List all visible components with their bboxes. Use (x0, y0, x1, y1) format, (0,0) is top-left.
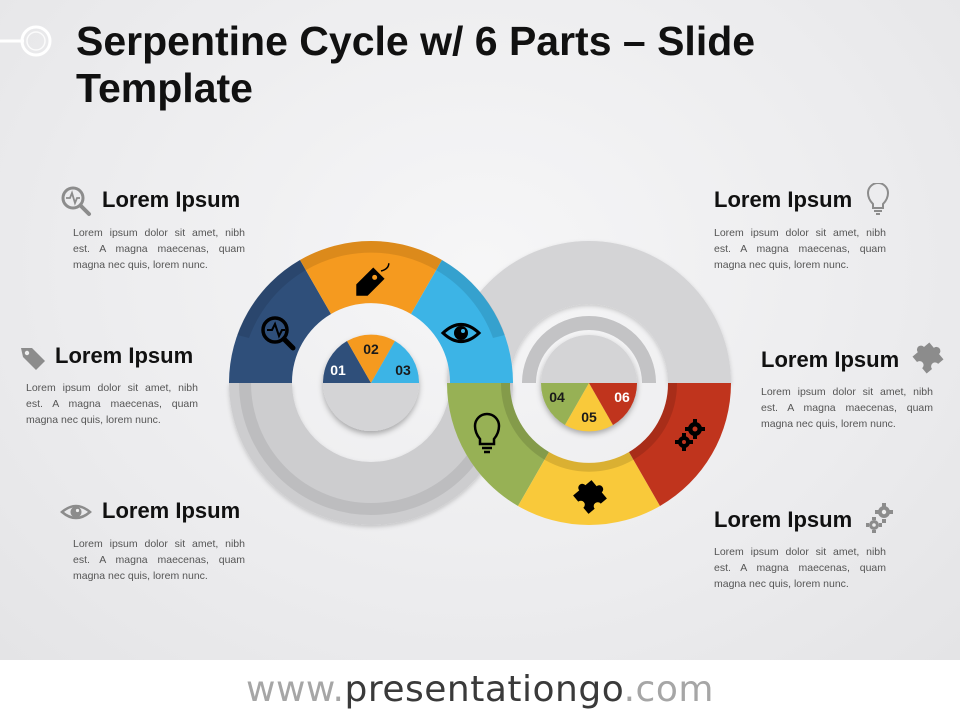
item-2-body: Lorem ipsum dolor sit amet, nibh est. A … (26, 382, 198, 426)
slide-canvas: Serpentine Cycle w/ 6 Parts – Slide Temp… (0, 0, 960, 660)
item-3-body: Lorem ipsum dolor sit amet, nibh est. A … (73, 538, 245, 582)
puzzle-piece-icon (912, 342, 944, 374)
gears-icon (866, 503, 893, 533)
center-number-06: 06 (614, 389, 630, 405)
segment-03-eye-icon (440, 323, 482, 343)
segment-04-lightbulb-icon (473, 412, 501, 454)
item-4-body: Lorem ipsum dolor sit amet, nibh est. A … (714, 227, 886, 271)
segment-02-price-tag-icon (356, 263, 390, 296)
item-6-body: Lorem ipsum dolor sit amet, nibh est. A … (714, 546, 886, 590)
right-ring-upper-track (447, 241, 731, 383)
title-decoration-icon (0, 25, 52, 57)
segment-05-puzzle-piece-icon (573, 480, 607, 514)
center-slice-02 (347, 334, 395, 383)
item-6-heading: Lorem Ipsum (714, 507, 853, 532)
segment-03 (411, 260, 513, 383)
price-tag-icon (21, 348, 45, 370)
segment-01-magnifier-pulse-icon (261, 316, 296, 351)
segment-06-gears-icon (675, 419, 705, 451)
footer-url[interactable]: www.presentationgo.com (0, 660, 960, 720)
right-ring-upper-track-groove (522, 316, 656, 384)
lightbulb-icon (866, 183, 890, 215)
center-number-05: 05 (581, 409, 597, 425)
item-1-body: Lorem ipsum dolor sit amet, nibh est. A … (73, 227, 245, 271)
slide-title: Serpentine Cycle w/ 6 Parts – Slide Temp… (76, 18, 756, 111)
item-5-heading: Lorem Ipsum (761, 347, 900, 372)
segment-01 (229, 260, 331, 383)
item-3-heading: Lorem Ipsum (102, 498, 241, 523)
item-5-body: Lorem ipsum dolor sit amet, nibh est. A … (761, 386, 933, 430)
serpentine-cycle-diagram: 01 02 03 04 05 06 (229, 240, 731, 526)
item-1-heading: Lorem Ipsum (102, 187, 241, 212)
center-number-04: 04 (549, 389, 565, 405)
footer-url-suffix: .com (623, 669, 714, 710)
center-slice-04 (540, 383, 589, 425)
center-number-02: 02 (363, 341, 379, 357)
magnifier-pulse-icon (61, 186, 91, 216)
footer-url-prefix: www. (246, 669, 345, 710)
item-2-heading: Lorem Ipsum (55, 343, 194, 368)
segment-04 (447, 383, 549, 506)
item-4-heading: Lorem Ipsum (714, 187, 853, 212)
center-slice-06 (589, 383, 638, 425)
center-number-03: 03 (395, 362, 411, 378)
center-slice-03 (371, 341, 420, 383)
center-slice-01 (322, 341, 371, 383)
footer-url-brand: presentationgo (344, 669, 624, 710)
center-number-01: 01 (330, 362, 346, 378)
eye-icon (60, 504, 92, 520)
center-slice-05 (565, 383, 613, 432)
